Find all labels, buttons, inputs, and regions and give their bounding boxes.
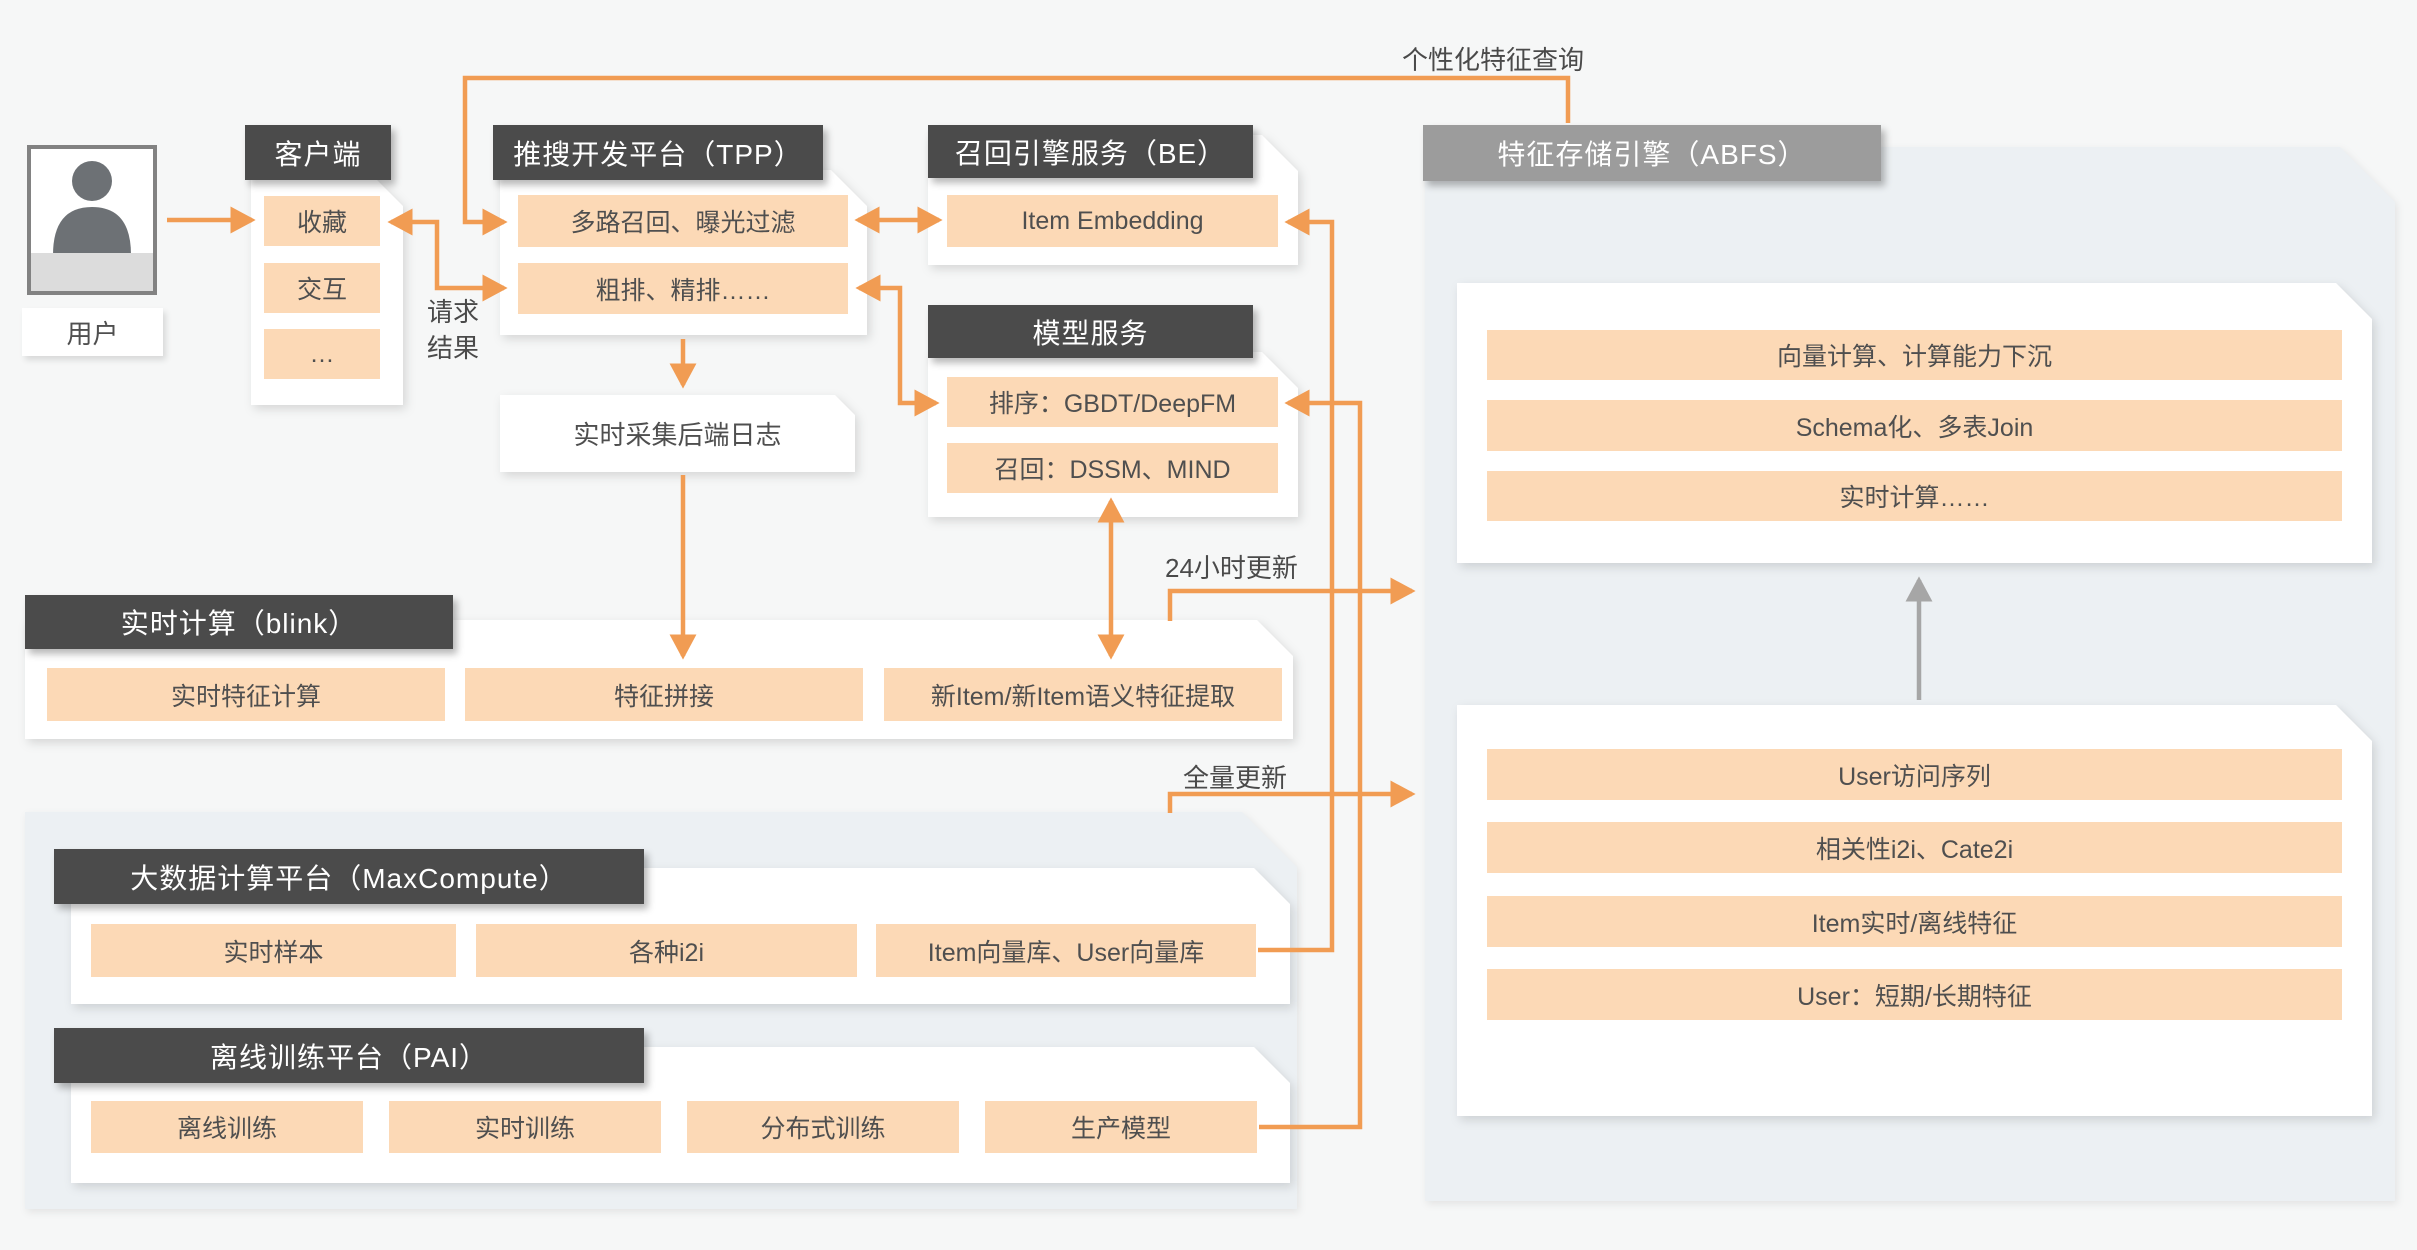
abfs-item-user-features: User：短期/长期特征 bbox=[1487, 969, 2342, 1020]
maxcompute-item-i2i: 各种i2i bbox=[476, 924, 857, 977]
model-item-recall: 召回：DSSM、MIND bbox=[947, 443, 1278, 493]
client-item-more: … bbox=[264, 329, 380, 379]
be-title: 召回引擎服务（BE） bbox=[954, 137, 1227, 169]
blink-item-realtime-feature: 实时特征计算 bbox=[47, 668, 445, 721]
pai-item-production-model: 生产模型 bbox=[985, 1101, 1257, 1153]
be-header: 召回引擎服务（BE） bbox=[928, 125, 1253, 178]
pai-header: 离线训练平台（PAI） bbox=[54, 1028, 644, 1083]
pai-item-offline-training: 离线训练 bbox=[91, 1101, 363, 1153]
user-label: 用户 bbox=[22, 308, 163, 356]
maxcompute-title: 大数据计算平台（MaxCompute） bbox=[130, 862, 568, 894]
update-full-label: 全量更新 bbox=[1183, 763, 1288, 793]
maxcompute-item-realtime-sample: 实时样本 bbox=[91, 924, 456, 977]
tpp-title: 推搜开发平台（TPP） bbox=[513, 138, 803, 170]
client-title: 客户端 bbox=[274, 138, 362, 170]
abfs-item-vector-compute: 向量计算、计算能力下沉 bbox=[1487, 330, 2342, 380]
abfs-item-realtime-compute: 实时计算…… bbox=[1487, 471, 2342, 521]
log-label: 实时采集后端日志 bbox=[573, 420, 782, 450]
blink-item-new-item-semantic: 新Item/新Item语义特征提取 bbox=[884, 668, 1282, 721]
abfs-header: 特征存储引擎（ABFS） bbox=[1423, 125, 1881, 181]
model-header: 模型服务 bbox=[928, 305, 1253, 358]
request-label: 请求 bbox=[427, 297, 480, 327]
model-title: 模型服务 bbox=[1032, 317, 1149, 349]
tpp-item-multi-recall-filter: 多路召回、曝光过滤 bbox=[518, 195, 848, 247]
maxcompute-header: 大数据计算平台（MaxCompute） bbox=[54, 849, 644, 904]
person-icon bbox=[53, 161, 131, 255]
user-figure bbox=[27, 145, 157, 295]
abfs-title: 特征存储引擎（ABFS） bbox=[1497, 139, 1807, 170]
pai-item-realtime-training: 实时训练 bbox=[389, 1101, 661, 1153]
result-label: 结果 bbox=[427, 333, 480, 363]
user-figure-strip bbox=[31, 253, 153, 291]
client-header: 客户端 bbox=[245, 125, 391, 180]
be-item-embedding: Item Embedding bbox=[947, 195, 1278, 247]
client-item-interaction: 交互 bbox=[264, 263, 380, 313]
client-item-favorite: 收藏 bbox=[264, 196, 380, 246]
abfs-item-user-sequence: User访问序列 bbox=[1487, 749, 2342, 800]
tpp-item-ranking: 粗排、精排…… bbox=[518, 263, 848, 314]
pai-item-distributed-training: 分布式训练 bbox=[687, 1101, 959, 1153]
user-label-text: 用户 bbox=[66, 318, 119, 349]
blink-title: 实时计算（blink） bbox=[120, 608, 358, 639]
pai-title: 离线训练平台（PAI） bbox=[209, 1041, 489, 1073]
blink-item-feature-join: 特征拼接 bbox=[465, 668, 863, 721]
update-24h-label: 24小时更新 bbox=[1165, 553, 1298, 583]
abfs-item-relevance-i2i: 相关性i2i、Cate2i bbox=[1487, 822, 2342, 873]
personalized-query-label: 个性化特征查询 bbox=[1402, 45, 1585, 75]
tpp-header: 推搜开发平台（TPP） bbox=[493, 125, 823, 180]
arrow-client-tpp-request-result bbox=[387, 208, 508, 302]
arrow-24h-update bbox=[1167, 577, 1416, 621]
blink-header: 实时计算（blink） bbox=[25, 595, 453, 649]
maxcompute-item-vector-store: Item向量库、User向量库 bbox=[876, 924, 1256, 977]
abfs-item-schema-join: Schema化、多表Join bbox=[1487, 400, 2342, 451]
arrow-full-update bbox=[1167, 780, 1416, 813]
log-card: 实时采集后端日志 bbox=[500, 395, 855, 472]
model-item-ranking: 排序：GBDT/DeepFM bbox=[947, 377, 1278, 427]
arrow-tpp-model-bidirectional bbox=[855, 274, 940, 417]
abfs-item-item-features: Item实时/离线特征 bbox=[1487, 896, 2342, 947]
